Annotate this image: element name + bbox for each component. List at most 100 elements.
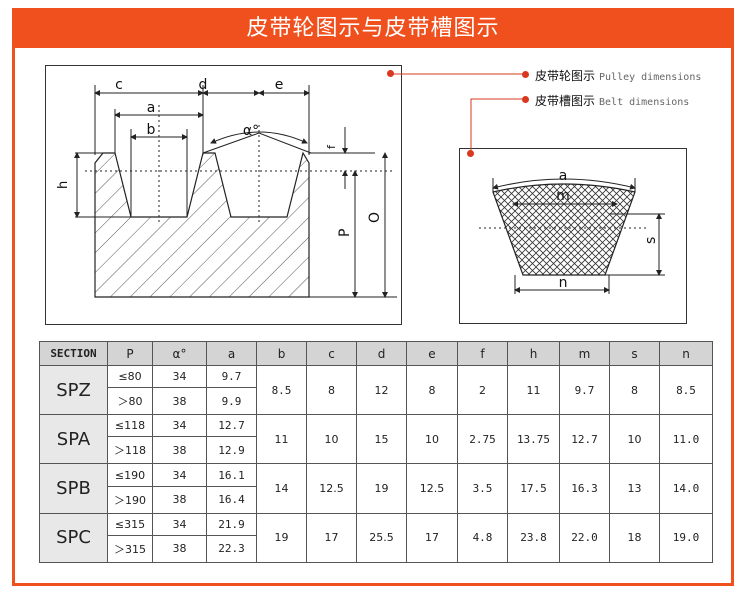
- table-cell: 12.9: [206, 436, 257, 465]
- table-cell: ≤118: [107, 414, 153, 438]
- pulley-diagram: c d e a b α° f h P O: [45, 65, 402, 325]
- callout-dot: [522, 71, 529, 78]
- table-cell: 34: [152, 463, 207, 487]
- table-cell: ≤80: [107, 364, 153, 389]
- table-cell: 10: [406, 414, 458, 465]
- table-cell: ≤315: [107, 512, 153, 536]
- belt-label-en: Belt dimensions: [599, 97, 690, 108]
- table-cell: 11: [507, 364, 560, 416]
- table-cell: 9.7: [206, 364, 257, 389]
- table-cell: ＞118: [107, 436, 153, 465]
- table-cell: 34: [152, 414, 207, 438]
- table-cell: 8: [306, 364, 357, 416]
- section-name: SPB: [39, 463, 108, 514]
- table-cell: 38: [152, 534, 207, 564]
- callout-dot: [522, 96, 529, 103]
- table-header: s: [609, 341, 660, 366]
- dim-o: O: [367, 212, 383, 223]
- table-row: SPZ ≤80 34 9.7 8.5 8 12 8 2 11 9.7 8 8.5: [39, 364, 713, 416]
- belt-dim-a: a: [559, 168, 568, 184]
- table-cell: 22.3: [206, 534, 257, 564]
- table-header: P: [107, 341, 153, 366]
- table-cell: 8: [406, 364, 458, 416]
- table-cell: 17.5: [507, 463, 560, 514]
- table-cell: 10: [306, 414, 357, 465]
- table-cell: ＞80: [107, 387, 153, 416]
- table-cell: 16.4: [206, 485, 257, 514]
- table-header: SECTION: [39, 341, 108, 366]
- table-cell: 14.0: [659, 463, 713, 514]
- belt-dim-n: n: [559, 275, 568, 291]
- table-header: c: [306, 341, 357, 366]
- table-cell: 8: [609, 364, 660, 416]
- table-cell: 14: [256, 463, 307, 514]
- table-cell: ＞190: [107, 485, 153, 514]
- table-cell: 12.5: [306, 463, 357, 514]
- table-row: SPA ≤118 34 12.7 11 10 15 10 2.75 13.75 …: [39, 414, 713, 465]
- table-cell: 17: [406, 512, 458, 564]
- table-header: α°: [152, 341, 207, 366]
- table-cell: 22.0: [559, 512, 610, 564]
- table-header: a: [206, 341, 257, 366]
- table-header: d: [356, 341, 407, 366]
- table-cell: 38: [152, 436, 207, 465]
- table-cell: 34: [152, 364, 207, 389]
- table-cell: 13.75: [507, 414, 560, 465]
- pulley-body: [94, 151, 310, 298]
- table-row: ＞80 38 9.9: [40, 387, 713, 416]
- table-cell: 13: [609, 463, 660, 514]
- dim-d: d: [199, 77, 208, 93]
- callout-dot: [467, 150, 474, 157]
- section-name: SPA: [39, 414, 108, 465]
- page-title: 皮带轮图示与皮带槽图示: [12, 8, 734, 48]
- pulley-label-en: Pulley dimensions: [599, 72, 702, 83]
- table-header: e: [406, 341, 458, 366]
- table-cell: 9.9: [206, 387, 257, 416]
- table-row: SPB ≤190 34 16.1 14 12.5 19 12.5 3.5 17.…: [39, 463, 713, 514]
- table-row: ＞315 38 22.3: [40, 534, 713, 564]
- callout-dot: [387, 70, 394, 77]
- table-cell: 16.1: [206, 463, 257, 487]
- table-cell: 15: [356, 414, 407, 465]
- table-cell: 21.9: [206, 512, 257, 536]
- dim-e: e: [275, 77, 284, 93]
- table-cell: 12.7: [206, 414, 257, 438]
- table-header: n: [659, 341, 713, 366]
- belt-diagram: a m s n: [459, 148, 687, 324]
- section-name: SPZ: [39, 364, 108, 416]
- table-cell: ≤190: [107, 463, 153, 487]
- dim-f: f: [325, 144, 338, 149]
- table-cell: 8.5: [256, 364, 307, 416]
- table-cell: 8.5: [659, 364, 713, 416]
- table-row: SPC ≤315 34 21.9 19 17 25.5 17 4.8 23.8 …: [39, 512, 713, 564]
- table-header: b: [256, 341, 307, 366]
- section-name: SPC: [39, 512, 108, 564]
- table-cell: 19: [256, 512, 307, 564]
- table-cell: 18: [609, 512, 660, 564]
- table-cell: 11.0: [659, 414, 713, 465]
- dimensions-table: SECTION P α° a b c d e f h m s n SPZ ≤80…: [39, 341, 713, 564]
- table-cell: 9.7: [559, 364, 610, 416]
- table-cell: 34: [152, 512, 207, 536]
- dim-h: h: [56, 181, 71, 189]
- table-row: ＞190 38 16.4: [40, 485, 713, 514]
- dim-a: a: [147, 100, 156, 116]
- table-cell: 12: [356, 364, 407, 416]
- pulley-label-zh: 皮带轮图示: [535, 69, 596, 83]
- table-cell: 11: [256, 414, 307, 465]
- table-header: m: [559, 341, 610, 366]
- dim-p: P: [337, 229, 353, 237]
- belt-dim-m: m: [556, 188, 570, 204]
- dim-c: c: [115, 77, 123, 93]
- table-header-row: SECTION P α° a b c d e f h m s n: [39, 341, 713, 366]
- table-cell: 3.5: [457, 463, 508, 514]
- belt-label-zh: 皮带槽图示: [535, 94, 596, 108]
- table-cell: 12.7: [559, 414, 610, 465]
- table-cell: 2.75: [457, 414, 508, 465]
- dim-b: b: [147, 122, 156, 138]
- table-cell: 19: [356, 463, 407, 514]
- table-cell: 12.5: [406, 463, 458, 514]
- table-cell: 2: [457, 364, 508, 416]
